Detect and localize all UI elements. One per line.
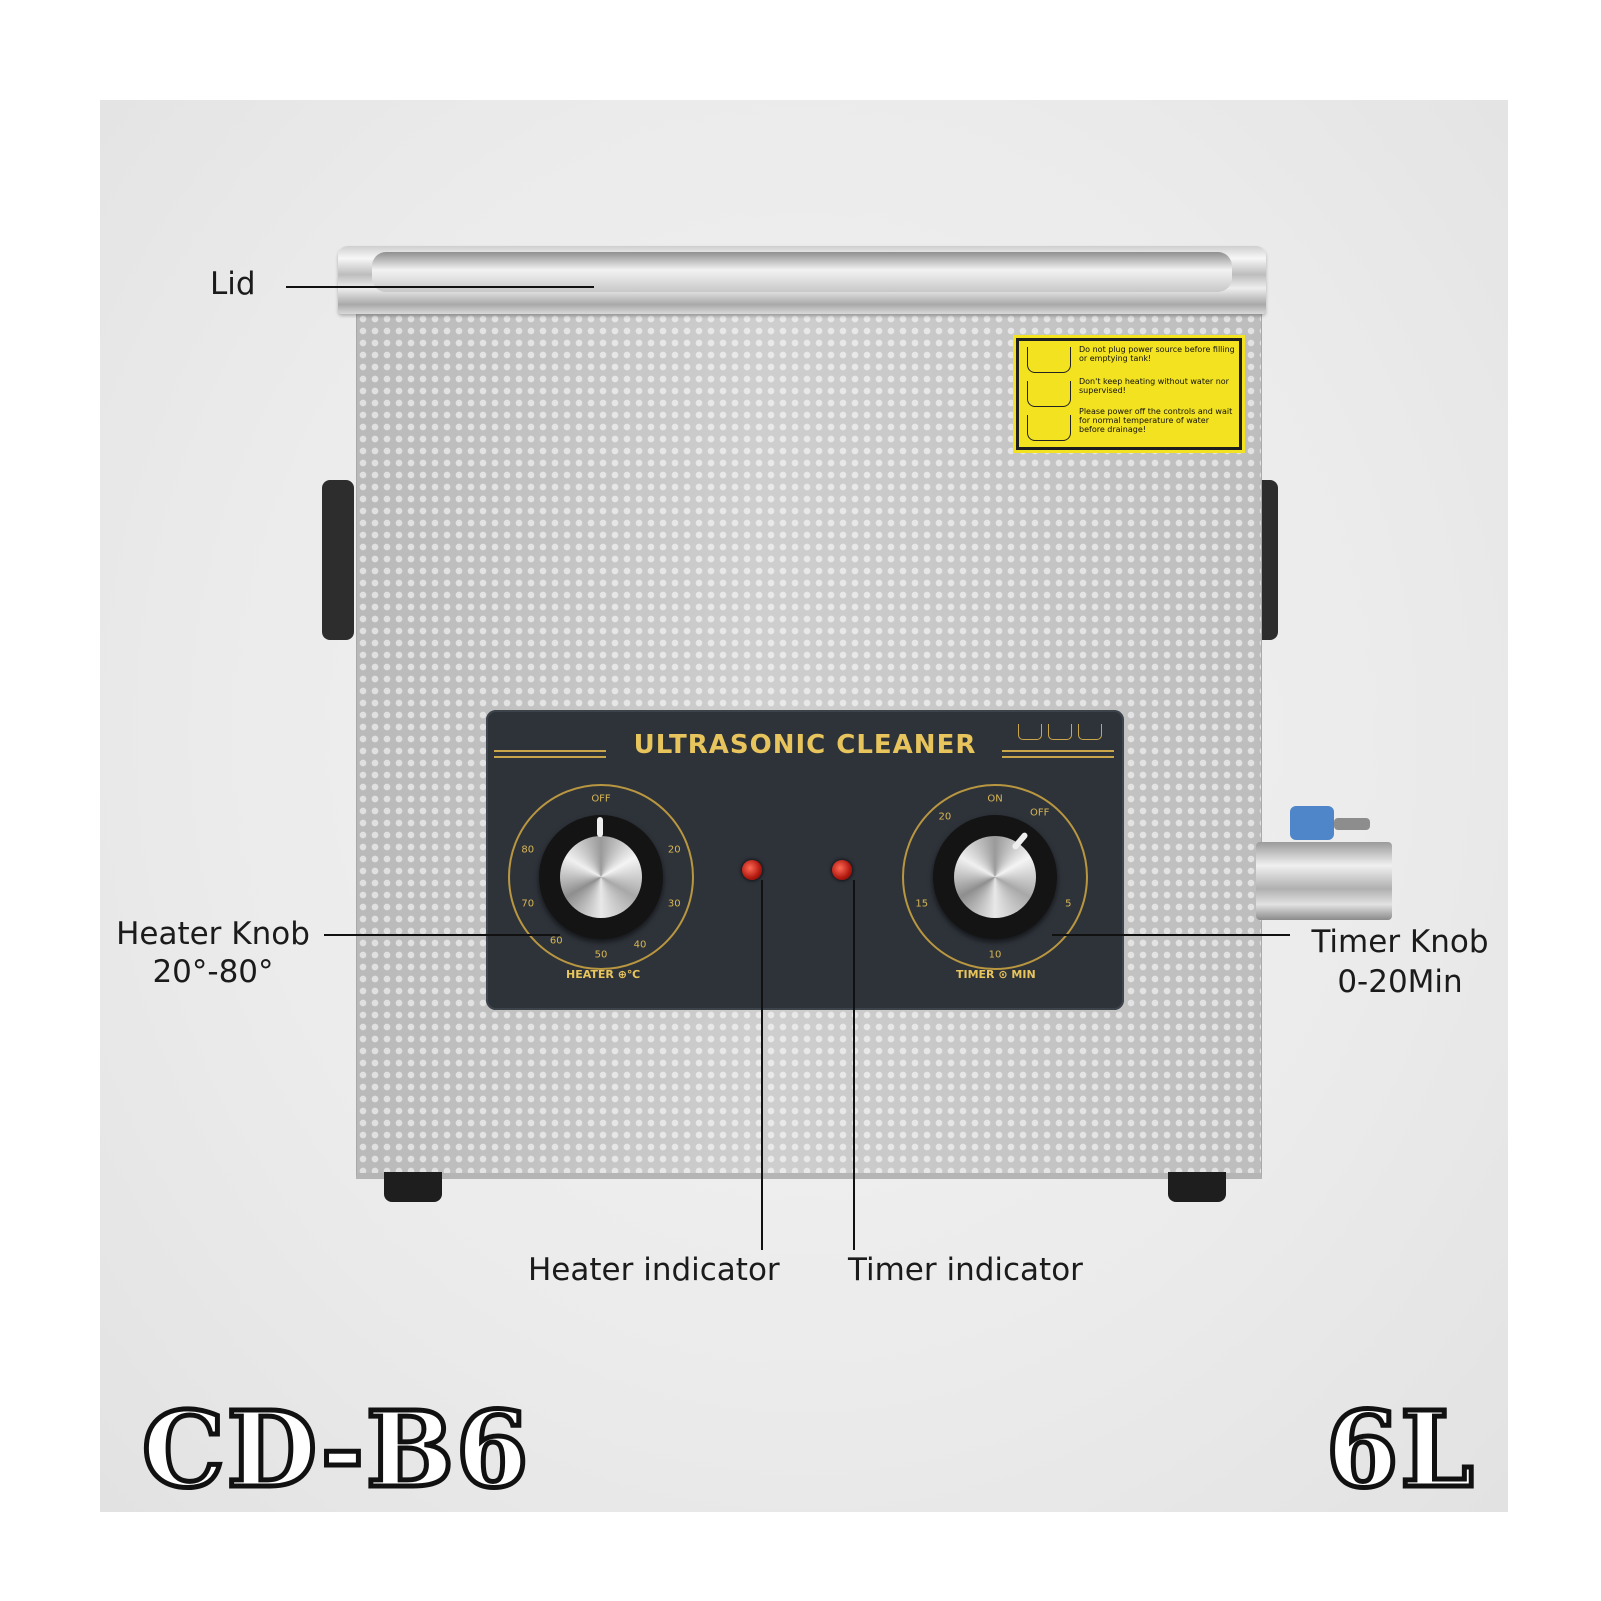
- timer-scale-0: ON: [987, 793, 1003, 805]
- panel-title: ULTRASONIC CLEANER: [633, 730, 977, 760]
- heater-caption: HEATER ⊕℃: [566, 968, 641, 981]
- title-rule-left: [494, 750, 606, 752]
- title-rule-right-2: [1002, 756, 1114, 758]
- lid-callout-line: [286, 286, 594, 288]
- heater-scale-5: 60: [549, 935, 563, 947]
- timer-indicator-callout-line: [853, 880, 855, 1250]
- control-panel: ULTRASONIC CLEANER HEATER ⊕℃ TIMER ⊙ MIN…: [486, 710, 1124, 1010]
- drain-valve-handle: [1290, 806, 1334, 840]
- warning-no-plug-icon: [1027, 347, 1071, 373]
- warning-line-2: Don't keep heating without water nor sup…: [1079, 377, 1229, 395]
- heater-scale-1: 20: [667, 844, 681, 856]
- lid-label: Lid: [210, 266, 256, 302]
- timer-scale-1: OFF: [1030, 807, 1050, 819]
- capacity-label: 6L: [1324, 1386, 1476, 1514]
- warning-line-3: Please power off the controls and wait f…: [1079, 407, 1233, 434]
- heater-knob-pointer: [597, 817, 603, 837]
- timer-scale-5: 20: [938, 811, 952, 823]
- heater-indicator-callout-line: [761, 880, 763, 1250]
- heater-scale-0: OFF: [591, 793, 611, 805]
- warning-line-1: Do not plug power source before filling …: [1079, 345, 1235, 363]
- heater-scale-7: 80: [521, 844, 535, 856]
- timer-indicator-label: Timer indicator: [848, 1252, 1083, 1288]
- timer-knob-range: 0-20Min: [1337, 964, 1463, 1000]
- heated-wash-icon: [1078, 724, 1102, 740]
- left-handle: [322, 480, 354, 640]
- title-rule-right: [1002, 750, 1114, 752]
- heater-knob-callout-line: [324, 934, 560, 936]
- timer-dial-scale: [902, 784, 1088, 970]
- wash-icon: [1018, 724, 1042, 740]
- no-wash-icon: [1048, 724, 1072, 740]
- drain-valve-stem: [1334, 818, 1370, 830]
- warning-water-level-icon: [1027, 381, 1071, 407]
- lid-recess: [372, 252, 1232, 292]
- timer-scale-4: 15: [915, 898, 929, 910]
- timer-indicator-led: [832, 860, 852, 880]
- heater-knob[interactable]: [539, 815, 663, 939]
- timer-knob-label: Timer Knob: [1311, 924, 1489, 960]
- heater-dial-scale: [508, 784, 694, 970]
- left-foot: [384, 1172, 442, 1202]
- heater-knob-label: Heater Knob: [116, 916, 310, 952]
- heater-scale-6: 70: [521, 898, 535, 910]
- timer-knob-callout-line: [1052, 934, 1290, 936]
- care-icons: [1018, 720, 1108, 742]
- heater-indicator-label: Heater indicator: [528, 1252, 780, 1288]
- heater-indicator-led: [742, 860, 762, 880]
- title-rule-left-2: [494, 756, 606, 758]
- heater-scale-2: 30: [667, 898, 681, 910]
- timer-scale-3: 10: [988, 949, 1002, 961]
- timer-knob[interactable]: [933, 815, 1057, 939]
- timer-caption: TIMER ⊙ MIN: [956, 968, 1036, 981]
- warning-sticker: Do not plug power source before filling …: [1013, 335, 1245, 453]
- warning-hot-water-icon: [1027, 415, 1071, 441]
- timer-scale-2: 5: [1065, 898, 1072, 910]
- heater-knob-range: 20°-80°: [152, 954, 274, 990]
- drain-outlet: [1256, 842, 1392, 920]
- right-foot: [1168, 1172, 1226, 1202]
- heater-scale-3: 40: [633, 939, 647, 951]
- timer-knob-cap: [954, 836, 1036, 918]
- model-label: CD-B6: [139, 1386, 531, 1514]
- heater-knob-cap: [560, 836, 642, 918]
- heater-scale-4: 50: [594, 949, 608, 961]
